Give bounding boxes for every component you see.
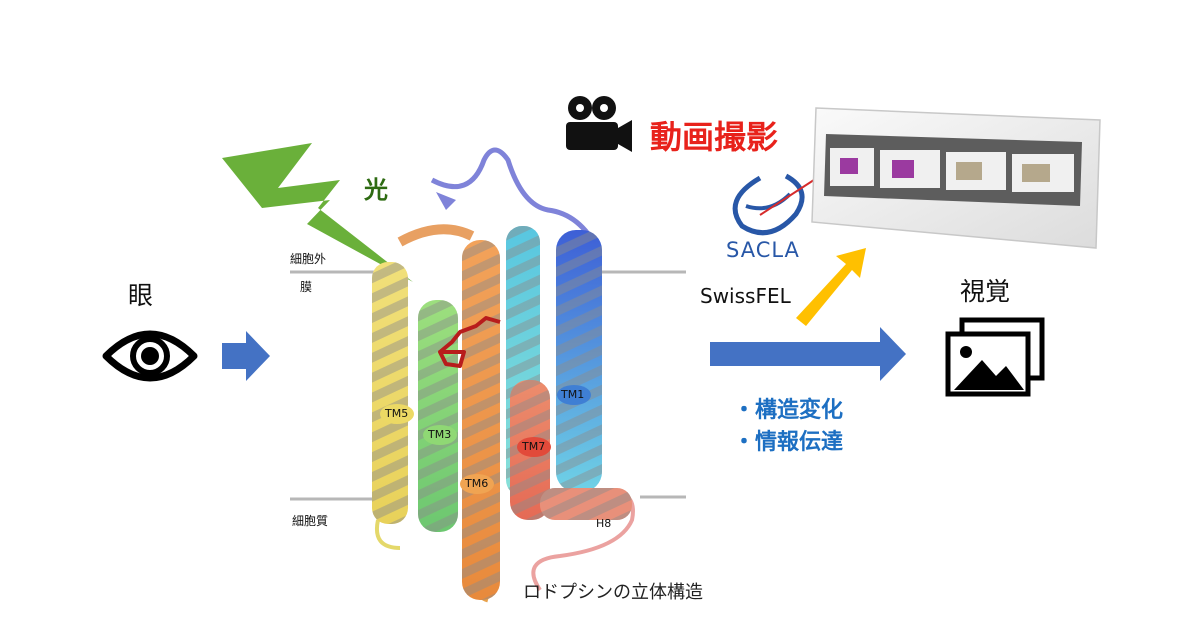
film-frame <box>830 148 1074 192</box>
helix-labels <box>380 385 591 494</box>
bullet-signal-transduction: ・情報伝達 <box>733 430 844 455</box>
arrow-to-movie <box>796 248 866 326</box>
tm7-label: TM7 <box>522 440 546 453</box>
lightning-bolt-icon <box>222 143 413 282</box>
structure-caption: ロドプシンの立体構造 <box>523 582 703 603</box>
tm1-marker <box>557 385 591 405</box>
sacla-label: SACLA <box>726 238 800 262</box>
tm5-marker <box>380 404 414 424</box>
film-strip-panel <box>811 107 1101 249</box>
xfel-beam <box>759 175 821 216</box>
tm1-label: TM1 <box>561 388 585 401</box>
arrow-eye-to-protein <box>222 331 270 381</box>
sacla-logo-icon <box>732 173 821 236</box>
eye-label: 眼 <box>128 281 154 310</box>
vision-label: 視覚 <box>960 277 1011 306</box>
bullet-structural-change: ・構造変化 <box>733 398 844 423</box>
light-label: 光 <box>364 176 388 204</box>
movie-camera-icon <box>566 96 632 152</box>
extracellular-label: 細胞外 <box>290 252 327 266</box>
arrow-to-vision <box>710 327 906 381</box>
swissfel-label: SwissFEL <box>700 284 791 308</box>
membrane-label: 膜 <box>300 280 313 294</box>
cytoplasm-label: 細胞質 <box>292 514 329 528</box>
retinal-chromophore <box>438 316 501 368</box>
tm6-marker <box>460 474 494 494</box>
rhodopsin-structure <box>372 147 635 603</box>
membrane-lines <box>290 270 686 501</box>
tm5-label: TM5 <box>385 407 409 420</box>
tm6-label: TM6 <box>465 477 489 490</box>
extracellular-loop <box>430 147 601 252</box>
image-gallery-icon <box>945 317 1045 397</box>
tm3-marker <box>423 425 457 445</box>
eye-icon <box>102 330 198 382</box>
tm7-marker <box>517 437 551 457</box>
tm3-label: TM3 <box>428 428 452 441</box>
h8-label: H8 <box>596 517 612 530</box>
movie-title: 動画撮影 <box>650 118 779 156</box>
